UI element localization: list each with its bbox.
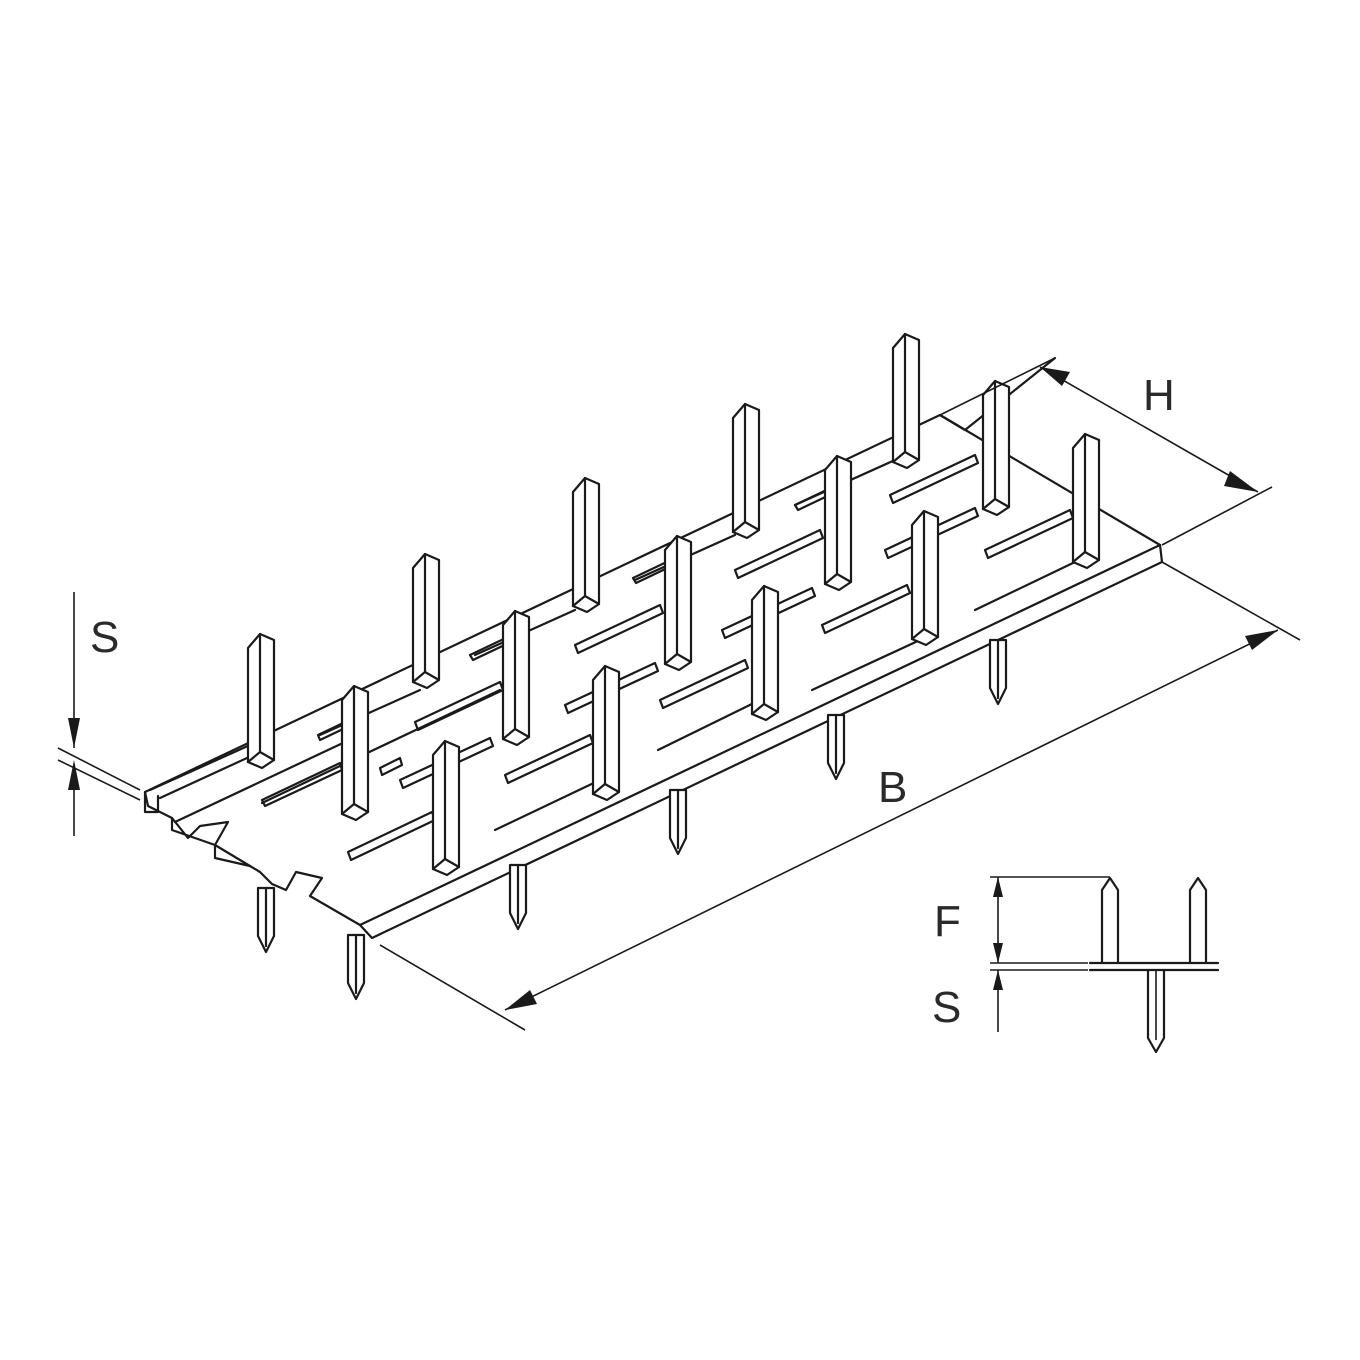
plate-body <box>143 356 1164 940</box>
label-s-left: S <box>90 613 119 662</box>
detail-section <box>990 876 1220 1054</box>
dimension-h <box>939 357 1273 546</box>
label-h: H <box>1143 371 1175 420</box>
label-s-detail: S <box>932 983 961 1032</box>
dimension-b <box>379 561 1301 1031</box>
dimension-s-left <box>57 592 141 836</box>
label-f-detail: F <box>934 897 961 946</box>
label-b: B <box>878 763 907 812</box>
